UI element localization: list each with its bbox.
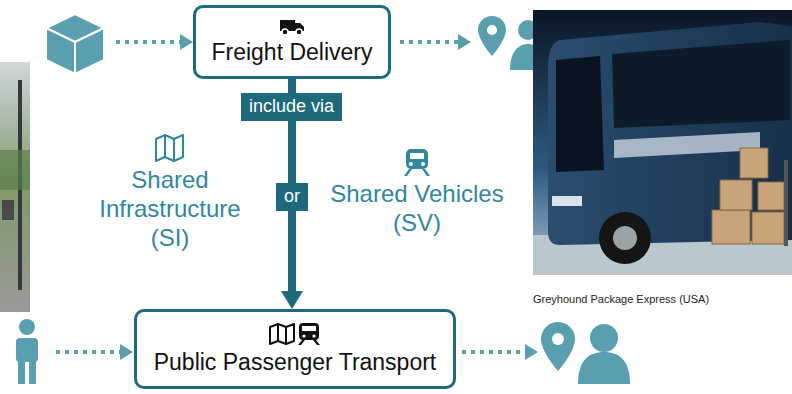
passenger-icon [16, 319, 38, 384]
train-icon [404, 149, 430, 176]
freight-box: Freight Delivery [193, 5, 391, 79]
parcel-icon [46, 14, 104, 74]
icon-holder [279, 18, 305, 36]
node-label: Freight Delivery [211, 39, 372, 65]
dotted-arrow [56, 42, 525, 352]
map-train-icon [268, 322, 322, 346]
icon-holder [268, 322, 322, 346]
arrow-head [281, 291, 303, 309]
left-photo [0, 62, 30, 312]
map-icon [156, 135, 183, 161]
edge-label: include via [241, 93, 342, 121]
node-label: Public Passenger Transport [154, 349, 437, 375]
photo-caption: Greyhound Package Express (USA) [533, 293, 709, 305]
truck-icon [279, 18, 305, 36]
shared-vehicles-label: Shared Vehicles (SV) [315, 180, 519, 238]
bus-photo [533, 10, 792, 275]
destination-icon [541, 322, 630, 384]
shared-infrastructure-label: Shared Infrastructure (SI) [81, 166, 259, 252]
transport-box: Public Passenger Transport [134, 309, 456, 389]
or-label: or [276, 183, 308, 211]
